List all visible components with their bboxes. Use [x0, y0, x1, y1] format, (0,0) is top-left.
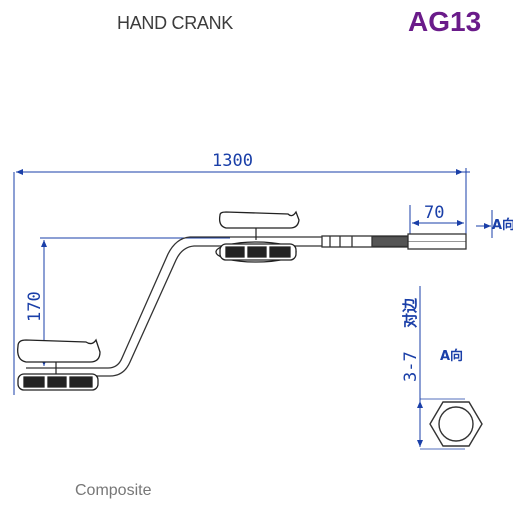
- lower-handle: [17, 338, 101, 391]
- dimension-height: 170: [25, 237, 230, 366]
- dimension-overall-length: 1300: [13, 151, 470, 395]
- upper-handle: [215, 210, 300, 263]
- material-label: Composite: [75, 482, 152, 499]
- hex-end-view: [417, 286, 483, 450]
- hex-nut-icon: [429, 401, 483, 447]
- view-a-end-label: A向: [440, 348, 463, 364]
- hex-spec-suffix: 对边: [401, 297, 419, 328]
- crank-shaft: [26, 233, 467, 377]
- view-a-label: A向: [492, 217, 513, 233]
- dimension-height-label: 170: [25, 291, 45, 322]
- model-code: AG13: [408, 6, 482, 37]
- page-title: HAND CRANK: [117, 13, 234, 33]
- dimension-length-label: 1300: [212, 151, 253, 171]
- view-a-marker: A向: [476, 210, 513, 238]
- hex-spec-value: 3-7: [401, 351, 421, 382]
- dimension-offset-label: 70: [424, 203, 444, 223]
